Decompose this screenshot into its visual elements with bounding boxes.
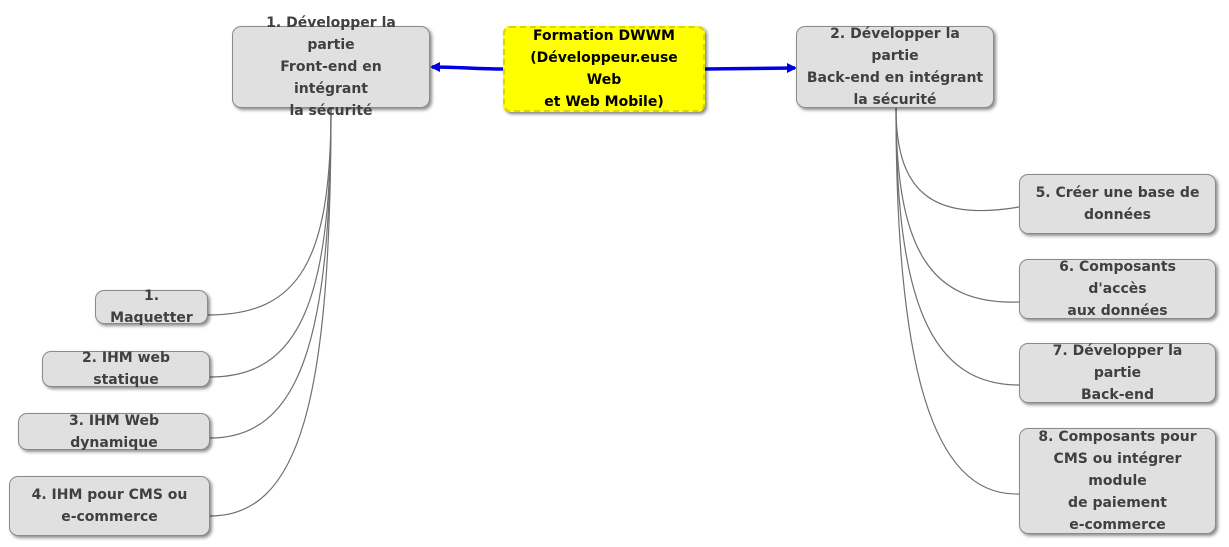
connector-back-child-7 [895,107,1020,386]
topic-ihm-cms-ecommerce[interactable]: 4. IHM pour CMS ou e-commerce [9,476,210,536]
topic-composants-acces-donnees[interactable]: 6. Composants d'accès aux données [1019,259,1216,319]
connector-back-child-6 [895,107,1020,303]
connector-back-child-8 [895,107,1020,495]
topic-maquetter[interactable]: 1. Maquetter [95,288,208,326]
topic-ihm-web-dynamique[interactable]: 3. IHM Web dynamique [18,413,210,451]
connector-front-child-4 [209,107,332,517]
topic-developper-back-end[interactable]: 7. Développer la partie Back-end [1019,343,1216,403]
connector-front-child-3 [209,107,332,439]
arrow-to-back-branch [704,63,797,74]
branch-front-end[interactable]: 1. Développer la partie Front-end en int… [232,15,430,119]
connector-front-child-2 [209,107,332,378]
topic-creer-base-donnees[interactable]: 5. Créer une base de données [1019,174,1216,234]
topic-ihm-web-statique[interactable]: 2. IHM web statique [42,350,210,388]
arrow-to-front-branch [430,62,504,73]
topic-composants-cms-paiement[interactable]: 8. Composants pour CMS ou intégrer modul… [1019,428,1216,534]
connector-back-child-5 [895,107,1020,212]
connector-front-child-1 [207,107,332,316]
central-topic[interactable]: Formation DWWM (Développeur.euse Web et … [503,26,705,112]
branch-back-end[interactable]: 2. Développer la partie Back-end en inté… [796,26,994,108]
